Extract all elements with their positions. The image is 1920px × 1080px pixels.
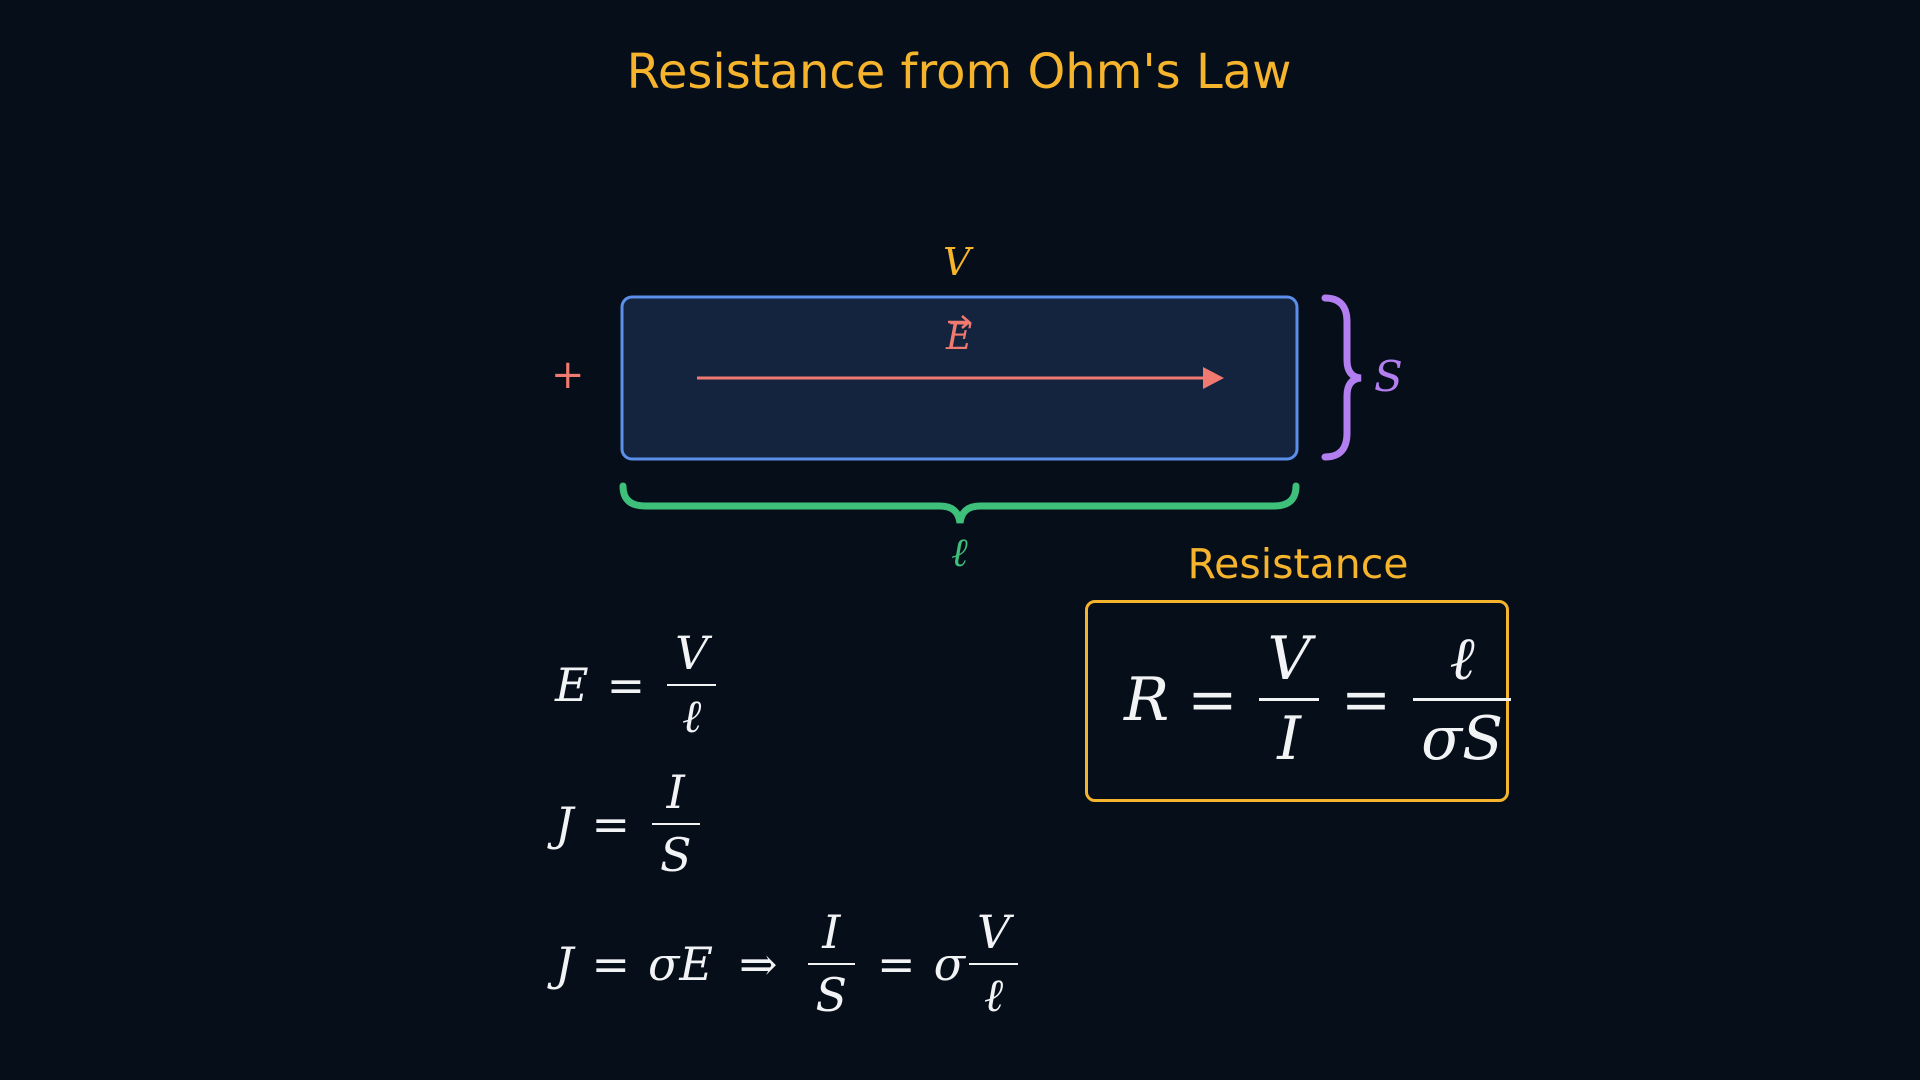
resistance-equation: R = V I = ℓ σS xyxy=(1124,625,1515,774)
eq3-implies: ⇒ xyxy=(738,936,778,991)
resistance-heading: Resistance xyxy=(1187,540,1409,588)
eq1-equals: = xyxy=(606,657,646,712)
result-equals-1: = xyxy=(1187,664,1238,735)
eq1-denominator: ℓ xyxy=(682,688,702,743)
cross-section-label: S xyxy=(1374,352,1403,401)
voltage-label: V xyxy=(943,240,971,284)
eq1-fraction-bar xyxy=(667,683,717,686)
eq3-numerator-2: V xyxy=(977,905,1011,959)
result-denominator-1: I xyxy=(1277,704,1301,774)
eq3-numerator-1: I xyxy=(822,905,841,959)
current-density-equation: J = I S xyxy=(555,766,704,882)
resistance-result-box: R = V I = ℓ σS xyxy=(1085,600,1512,802)
eq2-numerator: I xyxy=(666,765,685,819)
eq3-equals-1: = xyxy=(591,936,630,991)
result-lhs: R xyxy=(1124,664,1170,735)
eq3-sigma-e: σE xyxy=(648,936,713,991)
result-denominator-2: σS xyxy=(1421,704,1504,774)
result-numerator-2: ℓ xyxy=(1449,624,1475,694)
eq3-lhs: J xyxy=(555,936,574,991)
electric-field-label: E xyxy=(946,317,973,358)
eq3-fraction-bar-1 xyxy=(807,962,856,965)
result-fraction-bar-2 xyxy=(1413,698,1512,701)
eq1-fraction: V ℓ xyxy=(667,626,717,743)
page-title: Resistance from Ohm's Law xyxy=(626,44,1292,100)
eq1-numerator: V xyxy=(675,626,709,680)
eq2-denominator: S xyxy=(660,827,692,882)
electric-field-equation: E = V ℓ xyxy=(555,627,720,743)
result-fraction-2: ℓ σS xyxy=(1413,624,1512,774)
area-brace xyxy=(1321,294,1362,461)
eq3-fraction-2: V ℓ xyxy=(969,905,1019,1022)
length-brace xyxy=(619,482,1300,524)
electric-field-arrowhead xyxy=(1203,367,1224,389)
eq3-equals-2: = xyxy=(877,936,916,991)
plus-terminal-label: + xyxy=(551,352,585,398)
eq2-fraction: I S xyxy=(652,766,700,882)
eq3-sigma: σ xyxy=(933,936,965,991)
eq2-fraction-bar xyxy=(652,822,700,825)
eq3-denominator-1: S xyxy=(815,967,848,1022)
result-fraction-1: V I xyxy=(1259,624,1319,774)
result-fraction-bar-1 xyxy=(1259,698,1319,701)
vector-arrow-icon xyxy=(948,315,971,329)
eq2-lhs: J xyxy=(555,796,574,851)
ohm-law-local-equation: J = σE ⇒ I S = σ V ℓ xyxy=(555,906,1022,1022)
eq3-fraction-bar-2 xyxy=(969,962,1019,965)
eq1-lhs: E xyxy=(555,657,589,712)
eq2-equals: = xyxy=(591,796,630,851)
eq3-denominator-2: ℓ xyxy=(984,967,1004,1022)
eq3-fraction-1: I S xyxy=(807,905,856,1022)
result-numerator-1: V xyxy=(1267,624,1311,694)
result-equals-2: = xyxy=(1340,664,1392,735)
length-label: ℓ xyxy=(951,530,968,576)
